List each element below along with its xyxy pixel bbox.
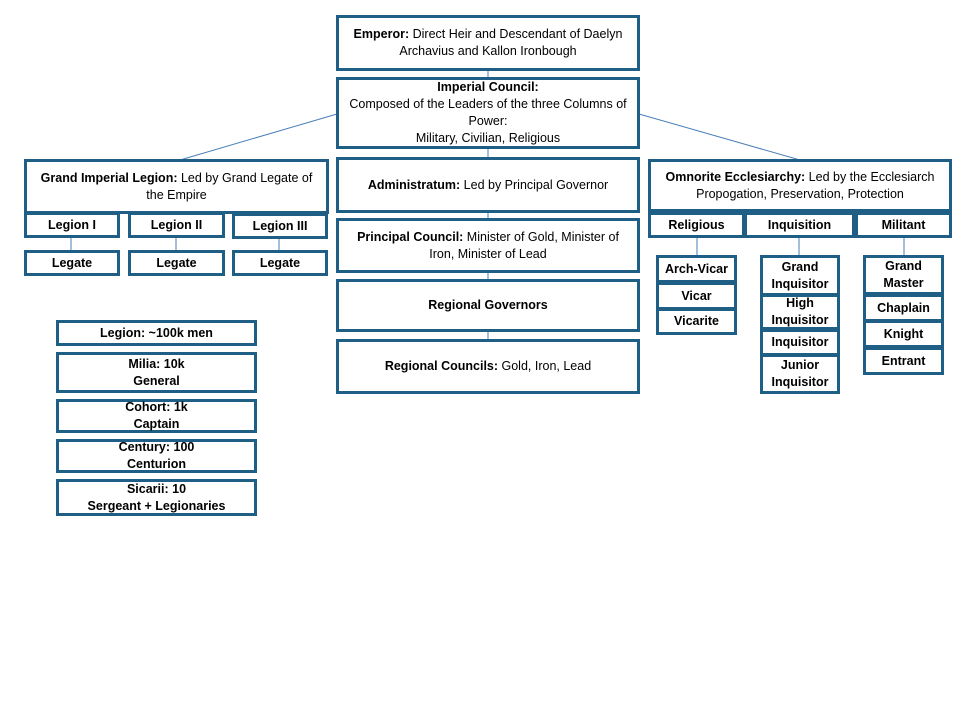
legion-structure-legion: Legion: ~100k men <box>56 320 257 346</box>
administratum-text: Led by Principal Governor <box>460 177 609 192</box>
regional-governors-title: Regional Governors <box>428 298 548 313</box>
inquisition-rank-1: Grand Inquisitor <box>760 255 840 296</box>
imperial-council-columns: Military, Civilian, Religious <box>415 130 561 145</box>
principal-council-title: Principal Council: <box>357 229 464 244</box>
legion-unit-3: Legion III <box>232 213 328 239</box>
emperor-text: Direct Heir and Descendant of Daelyn Arc… <box>399 27 623 58</box>
emperor-title: Emperor: <box>353 27 410 42</box>
militant-rank-2: Chaplain <box>863 294 944 322</box>
inquisition-rank-4: Junior Inquisitor <box>760 354 840 394</box>
ecclesiarchy-text: Led by the Ecclesiarch <box>805 169 935 184</box>
branch-religious: Religious <box>648 212 745 238</box>
inquisition-rank-2: High Inquisitor <box>760 294 840 330</box>
regional-governors-box: Regional Governors <box>336 279 640 332</box>
regional-councils-text: Gold, Iron, Lead <box>498 359 592 374</box>
imperial-council-title: Imperial Council: <box>437 80 539 95</box>
branch-militant: Militant <box>855 212 952 238</box>
militant-rank-4: Entrant <box>863 347 944 375</box>
grand-imperial-legion-box: Grand Imperial Legion: Led by Grand Lega… <box>24 159 329 214</box>
militant-rank-3: Knight <box>863 320 944 348</box>
principal-council-text: Minister of Gold, Minister of Iron, Mini… <box>429 229 619 261</box>
legion-unit-1: Legion I <box>24 212 120 238</box>
religious-rank-1: Arch-Vicar <box>656 255 737 283</box>
legion-title: Grand Imperial Legion: <box>40 170 178 185</box>
inquisition-rank-3: Inquisitor <box>760 329 840 356</box>
regional-councils-title: Regional Councils: <box>384 359 499 374</box>
administratum-title: Administratum: <box>367 177 461 192</box>
militant-rank-1: Grand Master <box>863 255 944 295</box>
imperial-council-desc: Composed of the Leaders of the three Col… <box>349 97 627 128</box>
regional-councils-box: Regional Councils: Gold, Iron, Lead <box>336 339 640 394</box>
administratum-box: Administratum: Led by Principal Governor <box>336 157 640 213</box>
imperial-council-box: Imperial Council: Composed of the Leader… <box>336 77 640 149</box>
principal-council-box: Principal Council: Minister of Gold, Min… <box>336 218 640 273</box>
emperor-box: Emperor: Direct Heir and Descendant of D… <box>336 15 640 71</box>
omnorite-ecclesiarchy-box: Omnorite Ecclesiarchy: Led by the Eccles… <box>648 159 952 212</box>
branch-inquisition: Inquisition <box>744 212 855 238</box>
religious-rank-3: Vicarite <box>656 308 737 335</box>
legate-2: Legate <box>128 250 225 276</box>
religious-rank-2: Vicar <box>656 282 737 310</box>
legion-unit-2: Legion II <box>128 212 225 238</box>
ecclesiarchy-mission: Propogation, Preservation, Protection <box>696 186 904 201</box>
legate-1: Legate <box>24 250 120 276</box>
ecclesiarchy-title: Omnorite Ecclesiarchy: <box>665 169 806 184</box>
legate-3: Legate <box>232 250 328 276</box>
legion-text: Led by Grand Legate of the Empire <box>146 170 313 202</box>
